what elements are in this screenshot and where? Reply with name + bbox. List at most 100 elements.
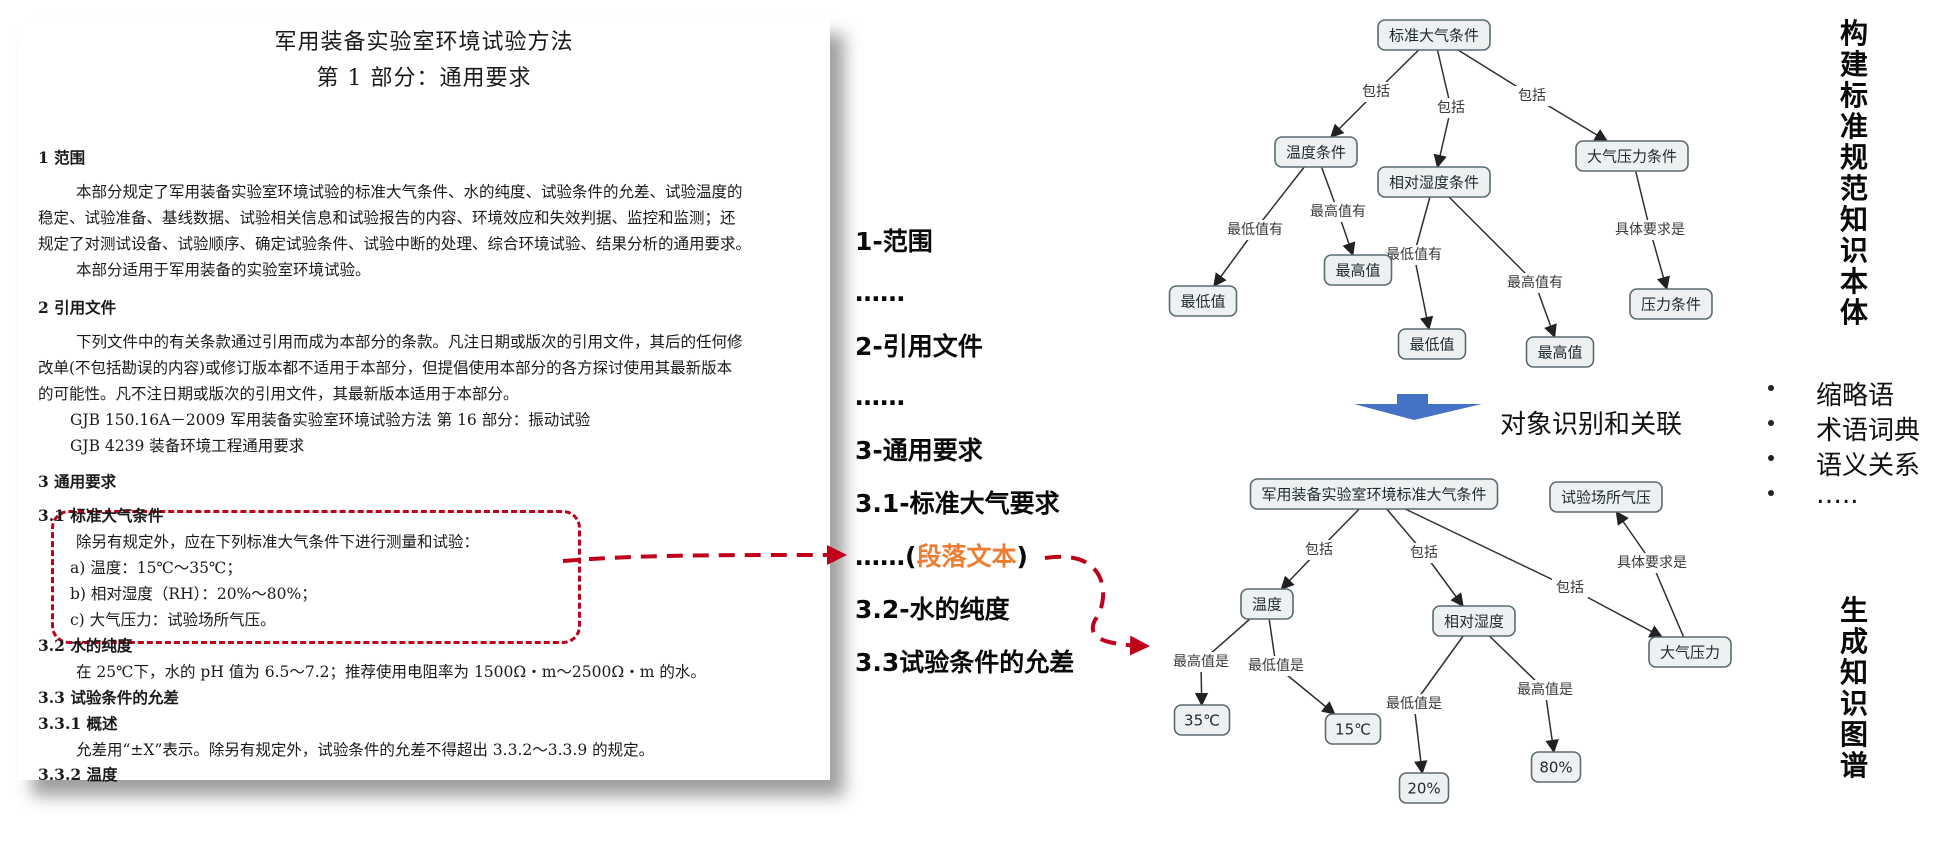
edge-label: 包括	[1556, 580, 1584, 596]
edge-label-bg	[1358, 82, 1394, 102]
section-3-heading: 3 通用要求	[38, 472, 117, 491]
knowledge-graph-label-char: 谱	[1839, 749, 1868, 782]
connector-to-outline	[562, 545, 847, 566]
node-label: 相对湿度	[1444, 613, 1504, 631]
section-3-3-1-heading: 3.3.1 概述	[38, 714, 118, 733]
edge-arrow	[1544, 689, 1559, 754]
ontology-label-char: 体	[1839, 296, 1868, 329]
node-label: 80%	[1539, 759, 1572, 777]
section-2-text-line-3: 的可能性。凡不注日期或版次的引用文件，其最新版本适用于本部分。	[38, 385, 519, 403]
node-label: 35℃	[1184, 712, 1220, 730]
edge-label-bg	[1243, 656, 1309, 676]
section-1-text-line-1: 本部分规定了军用装备实验室环境试验的标准大气条件、水的纯度、试验条件的允差、试验…	[76, 183, 743, 201]
section-3-1-heading: 3.1 标准大气条件	[38, 506, 164, 525]
node-label: 试验场所气压	[1561, 489, 1651, 507]
edge-label: 具体要求是	[1615, 222, 1685, 238]
node-label: 温度条件	[1286, 144, 1346, 162]
section-3-1-item-a: a) 温度：15℃～35℃；	[70, 559, 242, 577]
node-box	[1274, 136, 1358, 168]
section-1-text-line-4: 本部分适用于军用装备的实验室环境试验。	[76, 261, 371, 279]
edge-label: 包括	[1410, 545, 1438, 561]
ontology-label-char: 构	[1839, 17, 1868, 50]
ontology-label-char: 识	[1839, 234, 1868, 267]
highlighted-paragraph-box	[51, 510, 581, 644]
section-3-1-item-b: b) 相对湿度（RH）：20%～80%；	[70, 585, 317, 603]
outline-ellipsis-3: ……(	[855, 542, 917, 571]
ontology-graph: 包括包括包括最低值有最高值有最低值有最高值有具体要求是标准大气条件温度条件相对湿…	[1168, 19, 1713, 368]
edge-label-bg	[1168, 652, 1234, 672]
node-box	[1377, 166, 1491, 198]
document-subtitle: 第 1 部分：通用要求	[316, 66, 532, 91]
graph-node: 80%	[1530, 751, 1582, 783]
down-arrow	[1354, 394, 1482, 420]
node-box	[1575, 140, 1689, 172]
edge-label: 最高值有	[1507, 274, 1563, 291]
node-box	[1525, 336, 1595, 368]
reference-gjb-150: GJB 150.16A－2009 军用装备实验室环境试验方法 第 16 部分：振…	[70, 411, 591, 429]
node-label: 压力条件	[1641, 296, 1701, 314]
node-box	[1397, 328, 1467, 360]
edge-label: 最低值有	[1227, 222, 1283, 238]
edge-line	[1404, 508, 1571, 589]
graph-node: 最低值	[1168, 285, 1238, 317]
node-box	[1648, 636, 1732, 668]
outline-item-scope: 1-范围	[855, 227, 933, 256]
section-2-heading: 2 引用文件	[38, 298, 117, 317]
node-box	[1432, 605, 1516, 637]
edge-label: 包括	[1518, 88, 1546, 104]
knowledge-graph-label-char: 生	[1839, 594, 1868, 627]
bullet-dot	[1768, 385, 1774, 391]
graph-node: 最低值	[1397, 328, 1467, 360]
connector-to-knowledge-graph	[1044, 554, 1150, 656]
section-3-2-text: 在 25℃下，水的 pH 值为 6.5～7.2；推荐使用电阻率为 1500Ω・m…	[76, 663, 706, 681]
standard-document-page: 军用装备实验室环境试验方法 第 1 部分：通用要求 1 范围 本部分规定了军用装…	[18, 18, 830, 784]
graph-node: 15℃	[1324, 713, 1382, 745]
node-label: 最低值	[1180, 293, 1225, 311]
section-1-text-line-3: 规定了对测试设备、试验顺序、确定试验条件、试验中断的处理、综合环境试验、结果分析…	[38, 235, 752, 253]
section-3-3-1-text: 允差用“±X”表示。除另有规定外，试验条件的允差不得超出 3.3.2～3.3.9…	[76, 741, 655, 759]
node-label: 20%	[1407, 780, 1440, 798]
node-box	[1377, 19, 1491, 51]
outline-item-standard-atmosphere: 3.1-标准大气要求	[855, 489, 1060, 518]
ontology-label-char: 准	[1839, 110, 1868, 143]
node-label: 温度	[1252, 596, 1282, 614]
graph-node: 相对湿度条件	[1377, 166, 1491, 198]
edge-label-bg	[1406, 543, 1442, 563]
edge-label: 最低值是	[1248, 658, 1304, 674]
reference-gjb-4239: GJB 4239 装备环境工程通用要求	[70, 437, 305, 455]
graph-node: 相对湿度	[1432, 605, 1516, 637]
edge-label: 最低值是	[1386, 696, 1442, 712]
outline-item-tolerance: 3.3试验条件的允差	[855, 648, 1075, 677]
node-box	[1629, 288, 1713, 320]
node-box	[1398, 772, 1450, 804]
graph-node: 最高值	[1525, 336, 1595, 368]
graph-node: 温度条件	[1274, 136, 1358, 168]
section-1-heading: 1 范围	[38, 148, 86, 167]
node-label: 最高值	[1335, 262, 1380, 280]
graph-node: 35℃	[1173, 704, 1231, 736]
node-label: 相对湿度条件	[1389, 174, 1479, 192]
edge-label-bg	[1222, 220, 1288, 240]
object-recognition-label: 对象识别和关联	[1500, 410, 1683, 440]
document-outline: 1-范围 …… 2-引用文件 …… 3-通用要求 3.1-标准大气要求 ……(段…	[855, 0, 1135, 842]
edge-label-bg	[1502, 273, 1568, 293]
ontology-label: 构建标准规范知识本体	[1837, 18, 1871, 328]
edge-label-bg	[1305, 202, 1371, 222]
edge-line	[1254, 166, 1305, 231]
graph-node: 20%	[1398, 772, 1450, 804]
node-box	[1168, 285, 1238, 317]
section-3-2-heading: 3.2 水的纯度	[38, 636, 133, 655]
edge-line	[1413, 635, 1464, 705]
document-title: 军用装备实验室环境试验方法	[274, 30, 574, 55]
edge-line	[1651, 562, 1685, 638]
edge-label: 最高值是	[1173, 653, 1229, 670]
section-3-3-2-heading: 3.3.2 温度	[38, 765, 118, 784]
edge-label-bg	[1381, 694, 1447, 714]
node-label: 15℃	[1335, 721, 1371, 739]
knowledge-graph-label-char: 图	[1839, 718, 1868, 751]
bullet-dot	[1768, 420, 1774, 426]
outline-paragraph-text-item: ……(段落文本)	[855, 537, 1028, 573]
ontology-label-char: 知	[1839, 203, 1868, 236]
section-3-1-text: 除另有规定外，应在下列标准大气条件下进行测量和试验：	[76, 533, 480, 551]
section-2-text-line-1: 下列文件中的有关条款通过引用而成为本部分的条款。凡注日期或版次的引用文件，其后的…	[76, 333, 743, 351]
